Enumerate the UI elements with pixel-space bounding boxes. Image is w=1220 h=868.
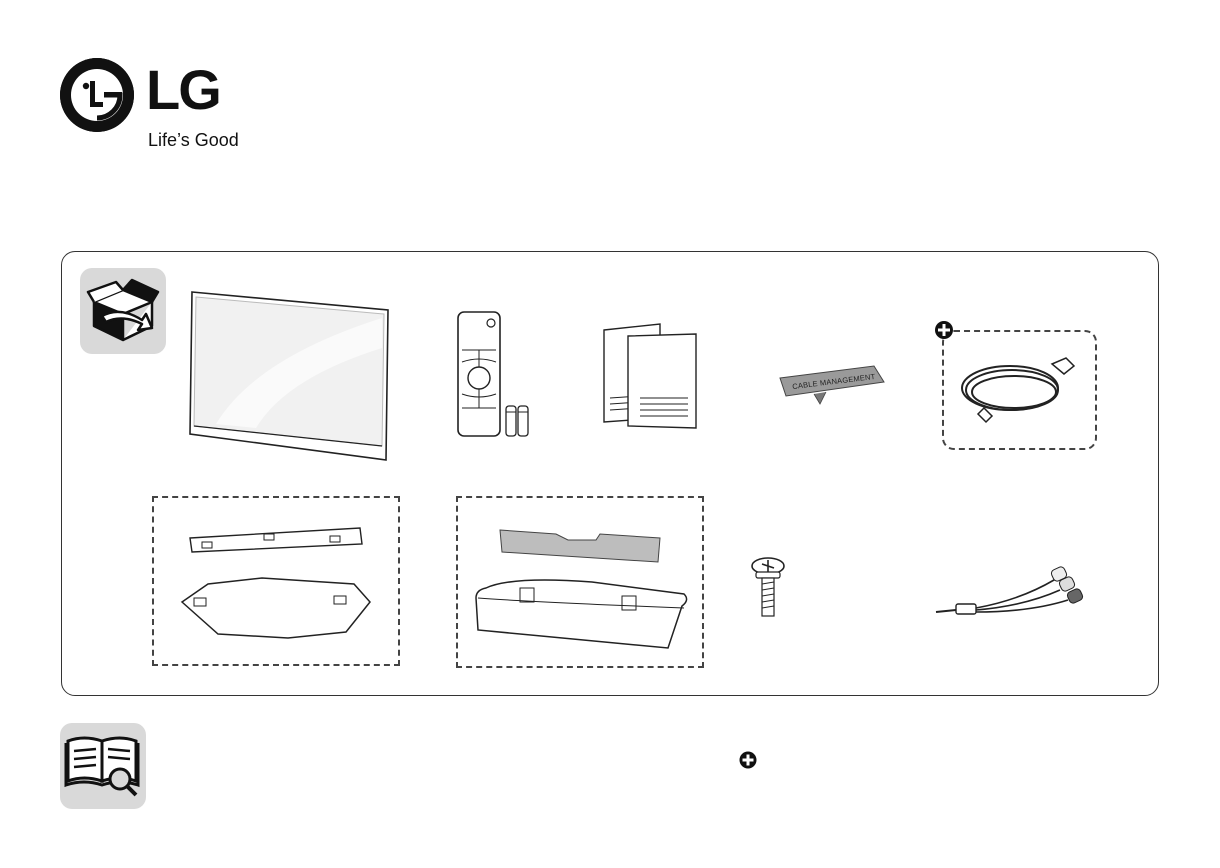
brand-wordmark: LG [146, 62, 220, 118]
plus-circle-icon [739, 751, 757, 769]
box-tile [80, 268, 166, 354]
brand-tagline: Life’s Good [148, 130, 239, 151]
plus-circle-icon [934, 320, 954, 340]
manuals-illustration [600, 320, 704, 432]
cable-management-clip: CABLE MANAGEMENT [770, 360, 890, 410]
lg-face-icon [60, 58, 134, 132]
power-cord-illustration [956, 350, 1086, 430]
tv-illustration [186, 288, 396, 468]
manual-tile [60, 723, 146, 809]
screw-illustration [748, 554, 788, 620]
av-cable-illustration [930, 560, 1100, 620]
remote-control-illustration [454, 308, 534, 442]
lg-logo: LG Life’s Good [60, 58, 260, 158]
stand-base-illustration [178, 574, 374, 644]
rear-cover-illustration [496, 526, 666, 566]
book-magnifier-icon [60, 723, 146, 809]
stand-bracket-illustration [184, 520, 364, 560]
open-box-icon [80, 268, 166, 354]
stand-cover-box-illustration [472, 576, 694, 652]
